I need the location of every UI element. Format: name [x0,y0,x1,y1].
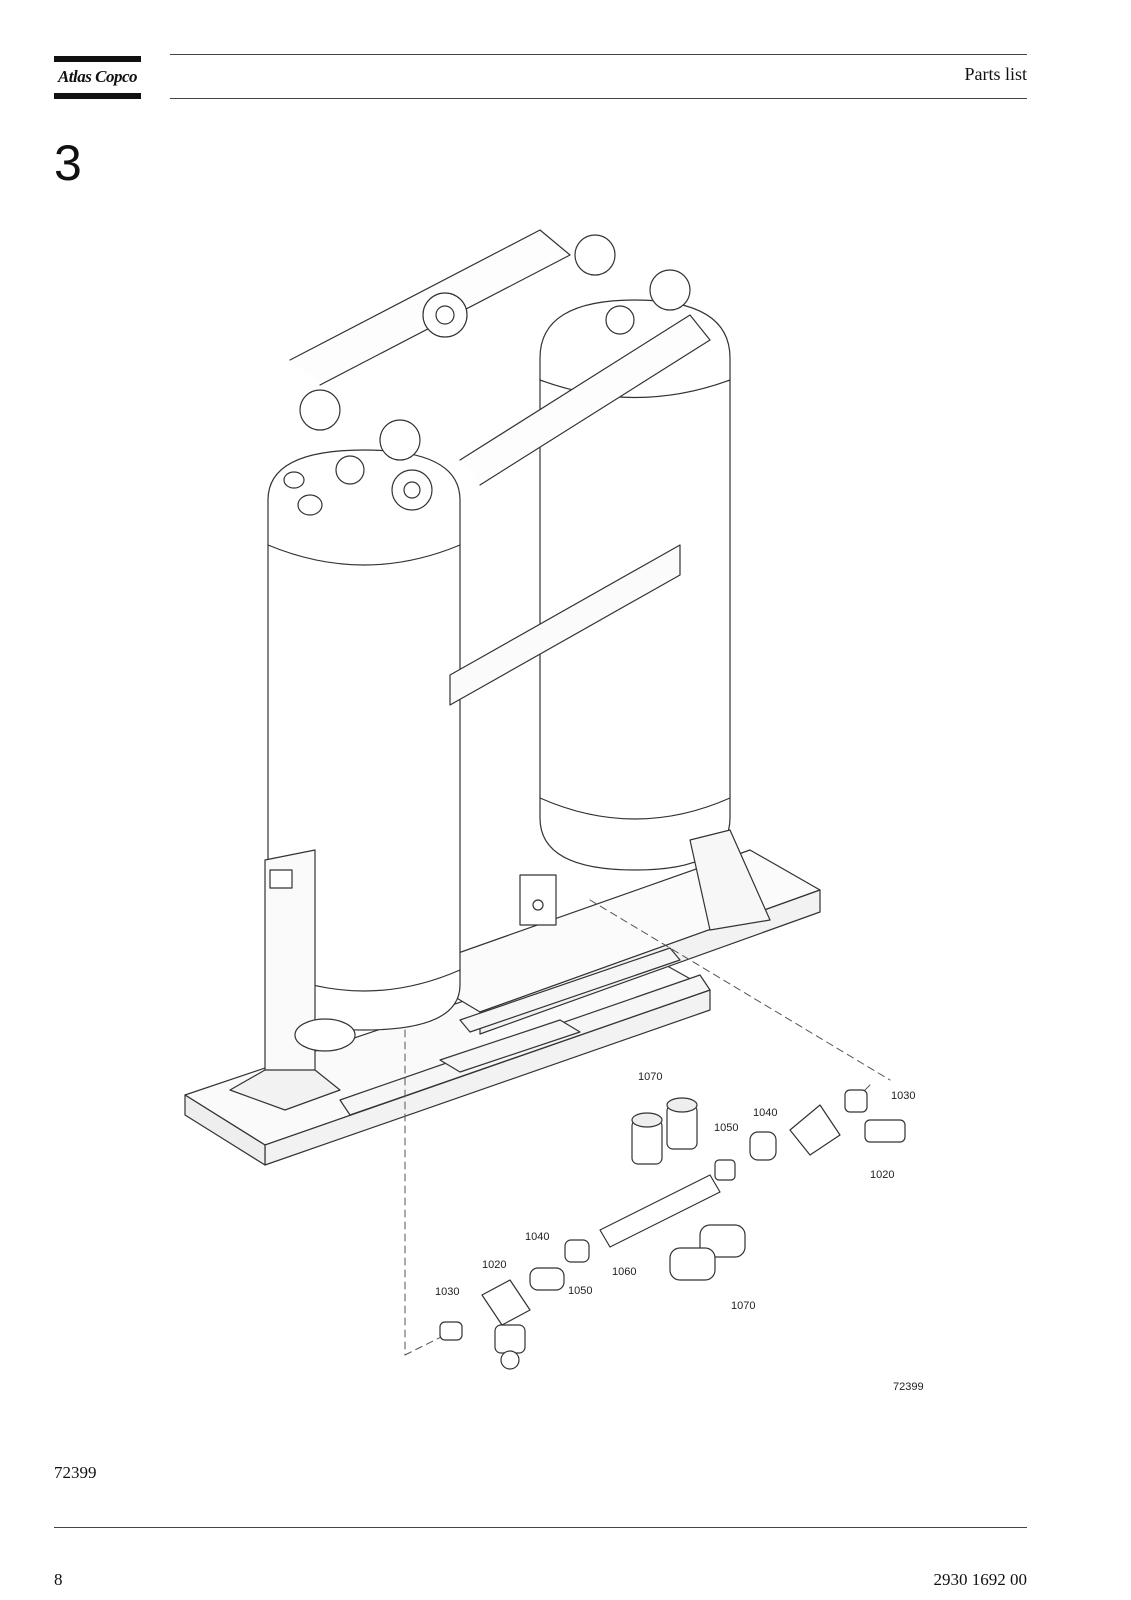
section-number: 3 [54,135,82,191]
document-number: 2930 1692 00 [933,1570,1028,1589]
exploded-parts-lower [439,1174,746,1370]
callout-label: 1020 [482,1259,506,1271]
lower-valve-block [294,874,557,1052]
logo-bar-bottom [54,93,141,99]
exploded-parts-upper [631,1089,906,1181]
logo-bar-top [54,56,141,62]
callout-label: 1030 [435,1286,459,1298]
callout-label: 1020 [870,1169,894,1181]
cross-brace [449,544,681,706]
callout-label: 1050 [568,1285,592,1297]
header-title: Parts list [964,64,1027,84]
callout-label: 1040 [525,1231,549,1243]
dryer-exploded-drawing: 1070 1040 1050 1030 1020 1020 1040 1060 … [184,229,924,1393]
header-rule-bottom [170,98,1027,99]
callout-label: 1060 [612,1266,636,1278]
callout-label: 1030 [891,1090,915,1102]
callout-label: 1070 [731,1300,755,1312]
logo-wordmark: Atlas Copco [57,67,138,86]
figure-number: 72399 [893,1381,924,1393]
callout-label: 1040 [753,1107,777,1119]
atlas-copco-logo: Atlas Copco [54,56,141,100]
callout-labels: 1070 1040 1050 1030 1020 1020 1040 1060 … [435,1071,924,1393]
footer-rule [54,1527,1027,1528]
top-pipework [289,229,711,511]
callout-label: 1050 [714,1122,738,1134]
front-vessel [267,449,461,1031]
callout-label: 1070 [638,1071,662,1083]
header-rule-top [170,54,1027,55]
figure-reference: 72399 [54,1463,97,1482]
page-number: 8 [54,1570,63,1589]
